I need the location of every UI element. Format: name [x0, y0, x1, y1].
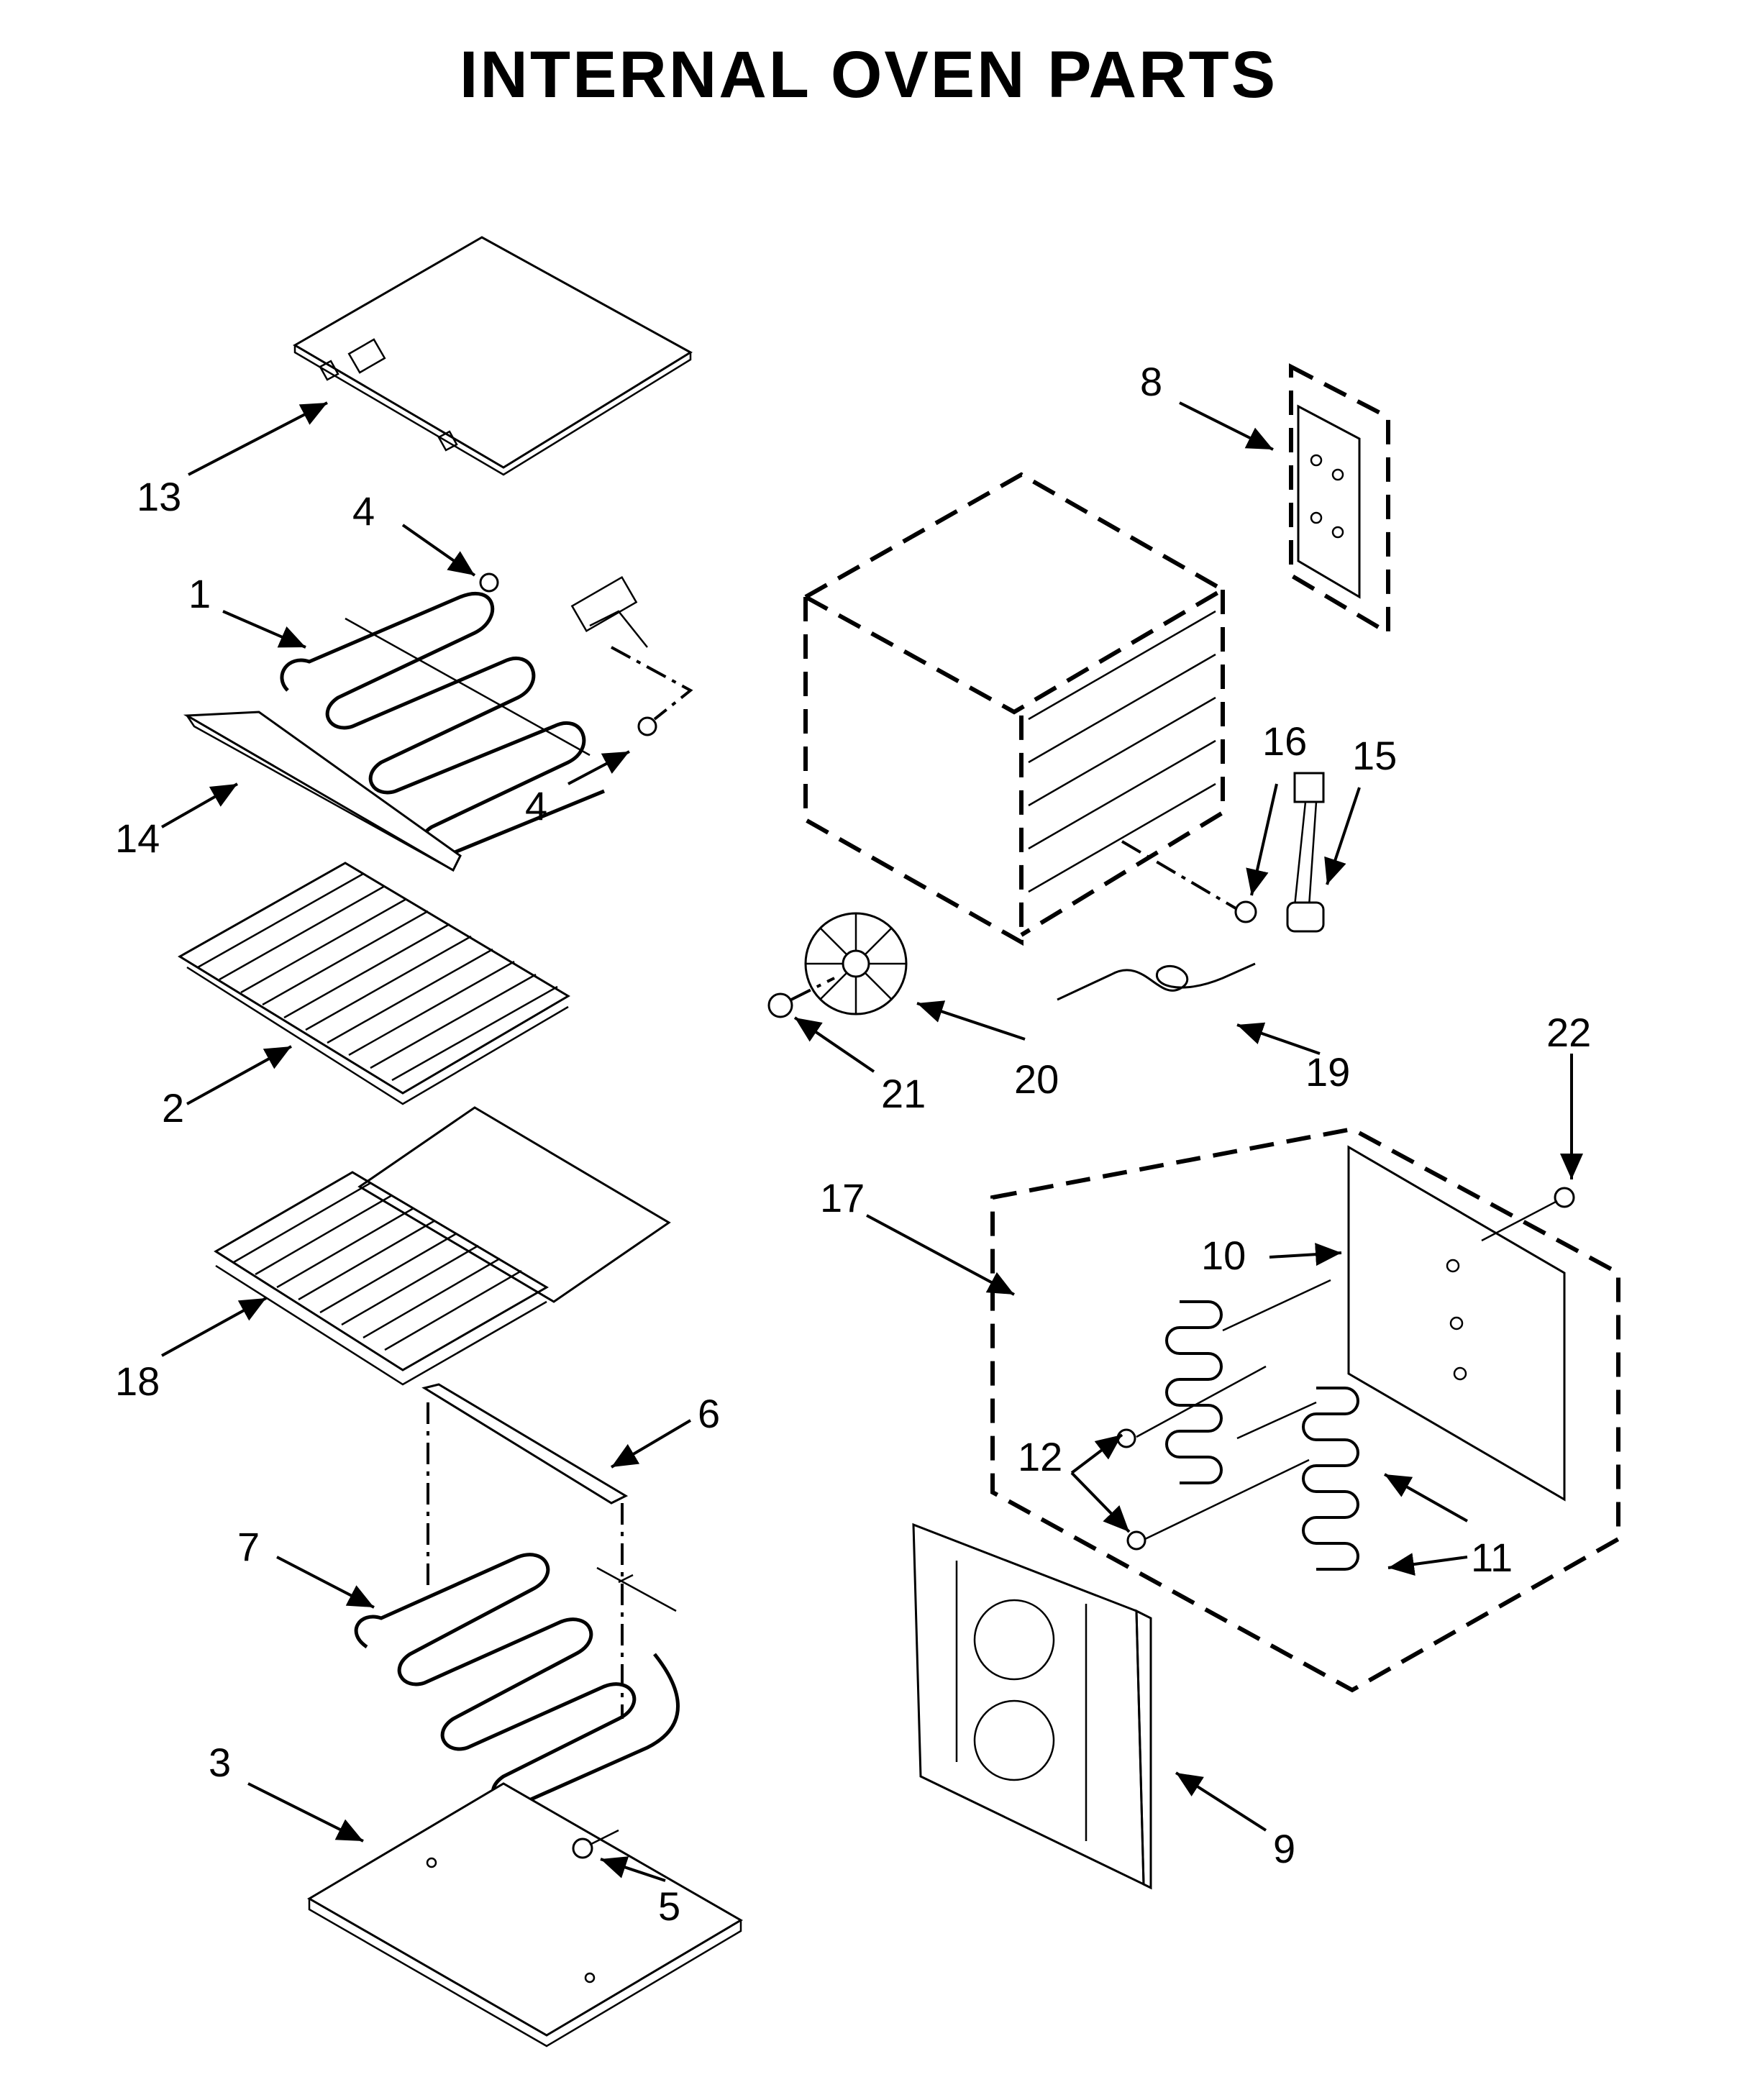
callout-1: 1: [188, 571, 211, 616]
part-22-screw: [1481, 1187, 1575, 1242]
callout-20: 20: [1014, 1056, 1059, 1102]
callout-7: 7: [237, 1524, 260, 1569]
callout-12: 12: [1018, 1434, 1062, 1479]
callout-11: 11: [1471, 1535, 1513, 1580]
callout-9: 9: [1273, 1826, 1295, 1871]
part-3-bottom-panel: [307, 1782, 743, 2048]
part-21-fan-nut: [767, 977, 835, 1018]
callout-15: 15: [1352, 733, 1397, 778]
callout-22: 22: [1546, 1010, 1591, 1055]
callout-8: 8: [1140, 359, 1162, 404]
callout-10: 10: [1201, 1233, 1246, 1278]
part-13-top-panel: [293, 236, 693, 476]
part-2-oven-rack: [178, 862, 570, 1105]
callout-19: 19: [1305, 1049, 1350, 1095]
callout-4-lower: 4: [525, 783, 547, 828]
callout-labels: 13 4 1 4 14 2 18 6 7 3 5 8 16 15 20 21 1…: [115, 359, 1591, 1929]
callout-18: 18: [115, 1359, 160, 1404]
part-11-convection-element: [1165, 1279, 1359, 1571]
part-6-lower-bar: [421, 1383, 629, 1719]
callout-4-upper: 4: [352, 488, 375, 534]
page-title: INTERNAL OVEN PARTS: [459, 38, 1278, 111]
part-17-convection-assembly: [990, 1126, 1620, 1693]
callout-21: 21: [881, 1071, 926, 1116]
callout-5: 5: [658, 1884, 680, 1929]
part-16-nut: [1234, 900, 1257, 923]
part-15-sensor: [1286, 772, 1325, 933]
part-20-fan-blade: [804, 912, 908, 1015]
part-8-rear-bracket: [1289, 363, 1390, 637]
callout-16: 16: [1262, 718, 1307, 764]
part-10-back-panel: [1347, 1145, 1566, 1502]
callout-14: 14: [115, 816, 160, 861]
callout-3: 3: [209, 1740, 231, 1785]
callout-13: 13: [137, 474, 181, 519]
part-9-cooling-fan-assembly: [912, 1522, 1152, 1890]
part-18-roll-out-rack: [214, 1106, 671, 1386]
callout-6: 6: [698, 1391, 720, 1436]
oven-cavity-phantom: [801, 472, 1246, 946]
part-19-temp-probe: [1057, 962, 1256, 1001]
part-14-support-bar: [183, 711, 462, 872]
part-5-screw: [572, 1829, 619, 1859]
part-1-upper-element: [280, 575, 693, 859]
part-4-screw-upper: [479, 572, 657, 736]
callout-2: 2: [162, 1085, 184, 1131]
leader-lines: [161, 401, 1583, 1882]
part-7-lower-element: [354, 1553, 680, 1809]
callout-17: 17: [820, 1175, 865, 1220]
